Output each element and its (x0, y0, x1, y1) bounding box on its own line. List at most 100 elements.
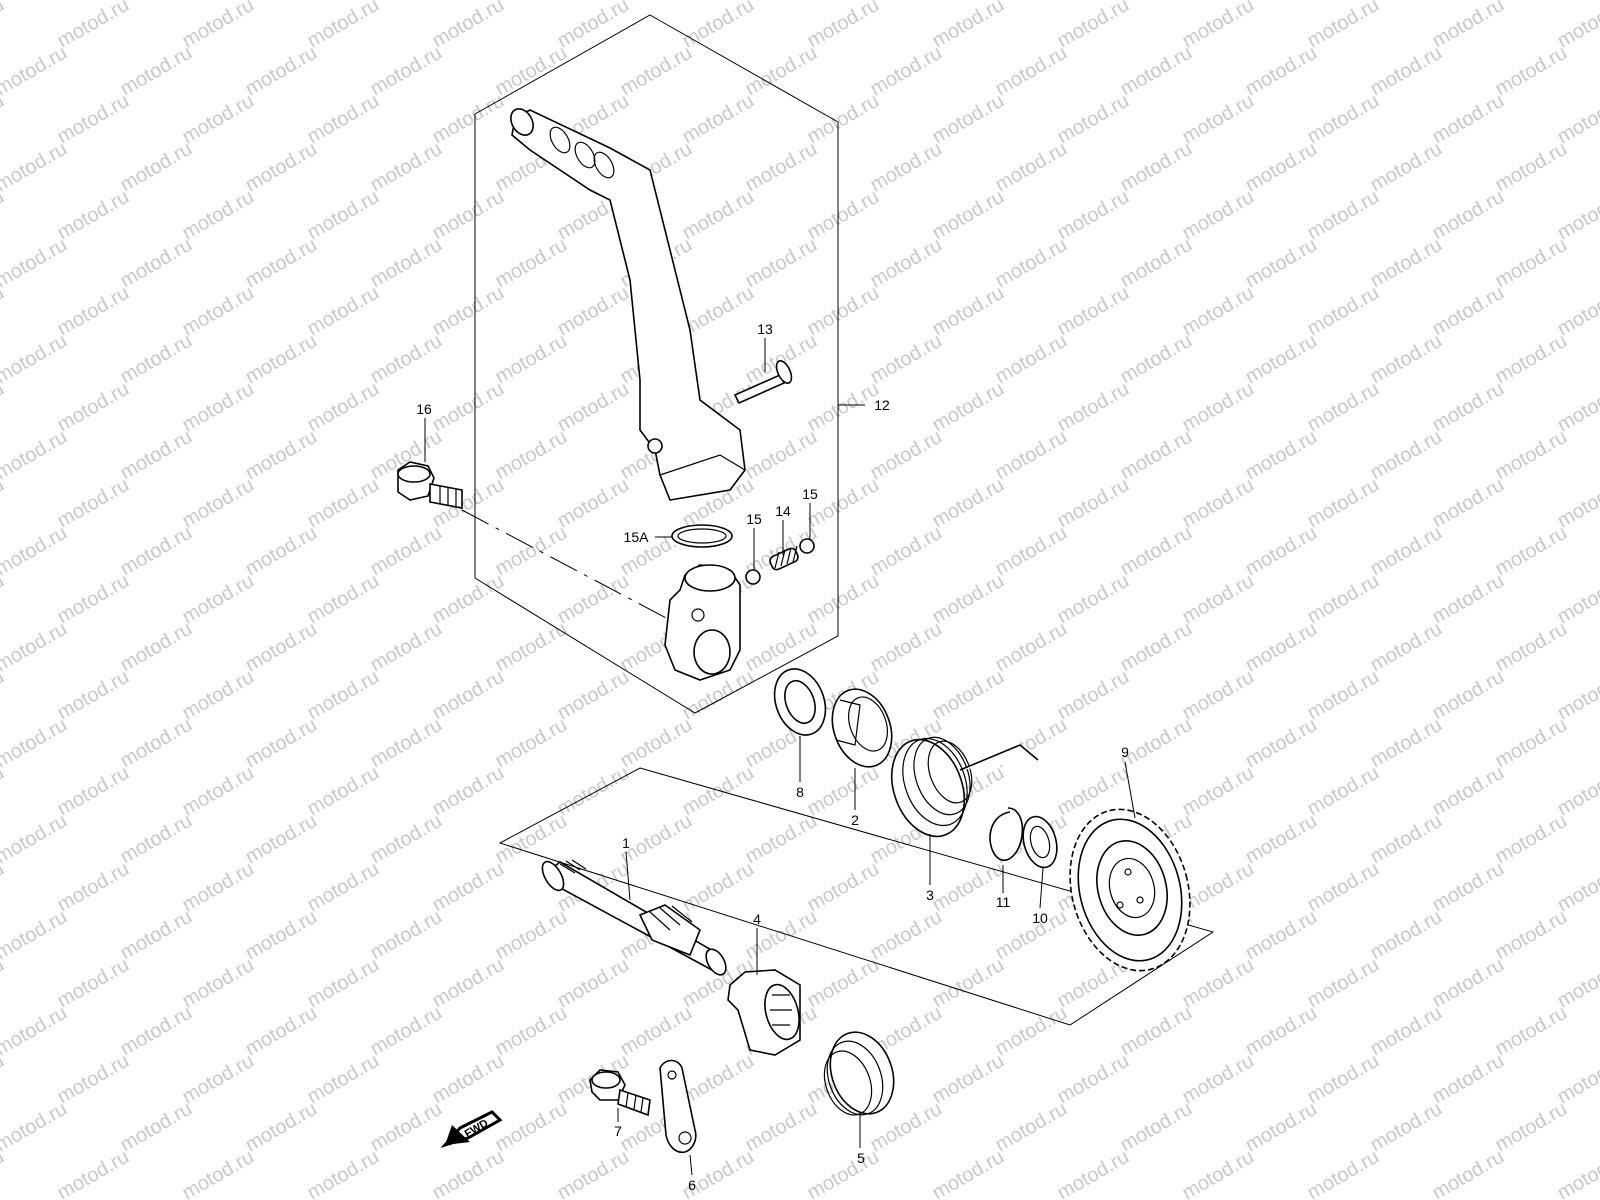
watermark-text: motod.ru (54, 570, 133, 629)
watermark-text: motod.ru (492, 714, 571, 773)
watermark-text: motod.ru (54, 858, 133, 917)
watermark-text: motod.ru (1429, 474, 1508, 533)
watermark-text: motod.ru (804, 858, 883, 917)
watermark-text: motod.ru (1117, 138, 1196, 197)
watermark-text: motod.ru (0, 618, 71, 677)
watermark-text: motod.ru (679, 858, 758, 917)
watermark-text: motod.ru (367, 0, 446, 4)
watermark-text: motod.ru (1429, 1146, 1508, 1200)
watermark-text: motod.ru (242, 0, 321, 4)
watermark-text: motod.ru (617, 42, 696, 101)
watermark-text: motod.ru (54, 0, 133, 52)
pin-13 (733, 360, 793, 405)
watermark-text: motod.ru (117, 906, 196, 965)
watermark-text: motod.ru (117, 714, 196, 773)
watermark-text: motod.ru (242, 906, 321, 965)
watermark-text: motod.ru (1179, 570, 1258, 629)
watermark-text: motod.ru (1304, 954, 1383, 1013)
watermark-text: motod.ru (929, 570, 1008, 629)
watermark-text: motod.ru (1179, 90, 1258, 149)
watermark-text: motod.ru (179, 378, 258, 437)
watermark-text: motod.ru (1429, 954, 1508, 1013)
watermark-text: motod.ru (1304, 282, 1383, 341)
callout-2: 2 (851, 812, 859, 828)
watermark-text: motod.ru (1054, 474, 1133, 533)
watermark-text: motod.ru (1242, 1098, 1321, 1157)
callout-15-left: 15 (746, 511, 762, 527)
watermark-text: motod.ru (179, 858, 258, 917)
watermark-text: motod.ru (117, 426, 196, 485)
watermark-text: motod.ru (1367, 906, 1446, 965)
callout-13: 13 (757, 321, 773, 337)
watermark-text: motod.ru (1117, 234, 1196, 293)
watermark-text: motod.ru (1304, 378, 1383, 437)
watermark-text: motod.ru (54, 282, 133, 341)
watermark-text: motod.ru (1304, 762, 1383, 821)
watermark-text: motod.ru (992, 0, 1071, 4)
watermark-text: motod.ru (429, 282, 508, 341)
watermark-text: motod.ru (1367, 138, 1446, 197)
watermark-text: motod.ru (117, 330, 196, 389)
watermark-text: motod.ru (992, 330, 1071, 389)
watermark-text: motod.ru (242, 714, 321, 773)
watermark-text: motod.ru (804, 762, 883, 821)
watermark-text: motod.ru (992, 522, 1071, 581)
watermark-text: motod.ru (0, 0, 71, 4)
watermark-text: motod.ru (1492, 522, 1571, 581)
watermark-text: motod.ru (179, 1050, 258, 1109)
watermark-text: motod.ru (929, 954, 1008, 1013)
watermark-text: motod.ru (117, 618, 196, 677)
alignment-line (461, 509, 671, 621)
watermark-text: motod.ru (117, 522, 196, 581)
watermark-text: motod.ru (304, 90, 383, 149)
watermark-text: motod.ru (242, 1002, 321, 1061)
watermark-text: motod.ru (1242, 906, 1321, 965)
watermark-text: motod.ru (992, 1098, 1071, 1157)
watermark-text: motod.ru (1429, 282, 1508, 341)
watermark-text: motod.ru (367, 810, 446, 869)
watermark-text: motod.ru (1117, 426, 1196, 485)
watermark-text: motod.ru (492, 1002, 571, 1061)
watermark-text: motod.ru (867, 906, 946, 965)
watermark-text: motod.ru (679, 90, 758, 149)
watermark-text: motod.ru (117, 0, 196, 4)
watermark-text: motod.ru (0, 330, 71, 389)
watermark-text: motod.ru (429, 0, 508, 52)
watermark-text: motod.ru (179, 954, 258, 1013)
watermark-text: motod.ru (117, 1098, 196, 1157)
watermark-text: motod.ru (1492, 138, 1571, 197)
watermark-text: motod.ru (742, 138, 821, 197)
watermark-text: motod.ru (242, 234, 321, 293)
watermark-text: motod.ru (429, 858, 508, 917)
kick-gear-9 (1069, 808, 1191, 972)
watermark-text: motod.ru (1242, 138, 1321, 197)
watermark-text: motod.ru (1367, 522, 1446, 581)
watermark-text: motod.ru (492, 330, 571, 389)
watermark-text: motod.ru (54, 1050, 133, 1109)
watermark-text: motod.ru (1367, 0, 1446, 4)
watermark-text: motod.ru (1054, 666, 1133, 725)
watermark-text: motod.ru (242, 1098, 321, 1157)
watermark-text: motod.ru (1179, 0, 1258, 52)
watermark-text: motod.ru (1429, 1050, 1508, 1109)
watermark-text: motod.ru (367, 618, 446, 677)
watermark-text: motod.ru (554, 378, 633, 437)
watermark-text: motod.ru (54, 1146, 133, 1200)
watermark-text: motod.ru (304, 762, 383, 821)
watermark-text: motod.ru (1304, 90, 1383, 149)
watermark-text: motod.ru (804, 474, 883, 533)
watermark-text: motod.ru (1492, 0, 1571, 4)
watermark-text: motod.ru (929, 90, 1008, 149)
o-ring-15a (671, 524, 733, 548)
watermark-text: motod.ru (1179, 1050, 1258, 1109)
watermark-text: motod.ru (117, 42, 196, 101)
watermark-text: motod.ru (1179, 954, 1258, 1013)
watermark-text: motod.ru (1117, 1098, 1196, 1157)
watermark-text: motod.ru (867, 330, 946, 389)
return-spring-3 (890, 736, 1039, 838)
watermark-text: motod.ru (1492, 618, 1571, 677)
watermark-text: motod.ru (929, 0, 1008, 52)
watermark-text: motod.ru (742, 0, 821, 4)
watermark-text: motod.ru (242, 522, 321, 581)
watermark-text: motod.ru (804, 954, 883, 1013)
